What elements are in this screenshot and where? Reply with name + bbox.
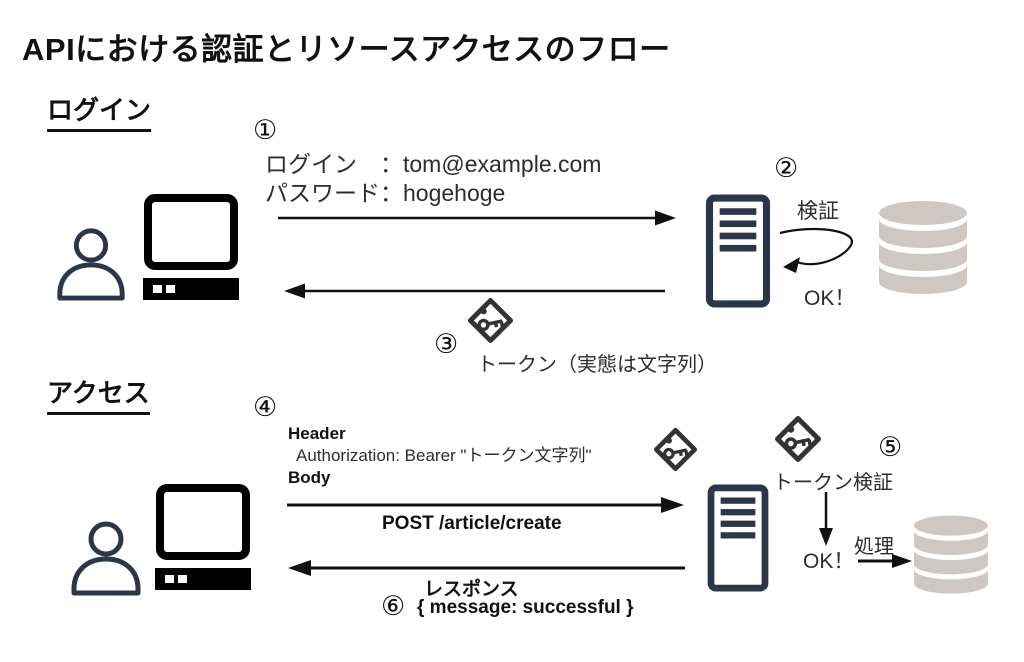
database-icon [914,515,988,594]
step4-marker: ④ [253,392,278,422]
response-body: { message: successful } [417,597,634,618]
verify-label: 検証 [797,200,839,223]
computer-icon [155,484,251,590]
credential-line-login: ログイン ：tom@example.com [265,151,602,177]
step2-marker: ② [774,153,799,183]
process-label: 処理 [854,536,894,558]
response-label: レスポンス [424,579,519,600]
request-header-block: Header Authorization: Bearer "トークン文字列" B… [288,423,592,489]
user-icon [71,521,141,596]
verify-key-tag-icon [775,416,821,462]
verification-loop-arrow [779,227,854,273]
login-request-arrow [278,210,676,226]
computer-icon [143,194,239,300]
step6-marker: ⑥ [381,591,406,621]
step5-marker: ⑤ [878,432,903,462]
request-key-tag-icon [653,427,698,472]
step1-marker: ① [253,115,278,145]
login-section-heading: ログイン [47,90,152,132]
token-ok-label: OK！ [803,550,855,573]
page-title: APIにおける認証とリソースアクセスのフロー [22,32,671,67]
server-icon [707,484,769,592]
access-section-heading: アクセス [47,373,150,415]
request-line: POST /article/create [382,513,562,534]
body-label: Body [288,468,331,487]
header-label: Header [288,424,346,443]
verify-ok-label: OK！ [804,287,856,310]
step3-marker: ③ [434,329,459,359]
server-icon [705,194,771,308]
credential-line-password: パスワード：hogehoge [265,180,506,206]
database-icon [879,201,967,294]
token-label: トークン（実態は文字列） [477,354,717,376]
authorization-line: Authorization: Bearer "トークン文字列" [296,446,592,465]
token-key-tag-icon [467,297,514,344]
login-credentials: ログイン ：tom@example.com パスワード：hogehoge [265,150,601,208]
access-request-arrow [287,497,684,513]
token-verify-down-arrow [819,492,833,546]
user-icon [57,228,125,301]
token-verify-label: トークン検証 [773,472,893,494]
